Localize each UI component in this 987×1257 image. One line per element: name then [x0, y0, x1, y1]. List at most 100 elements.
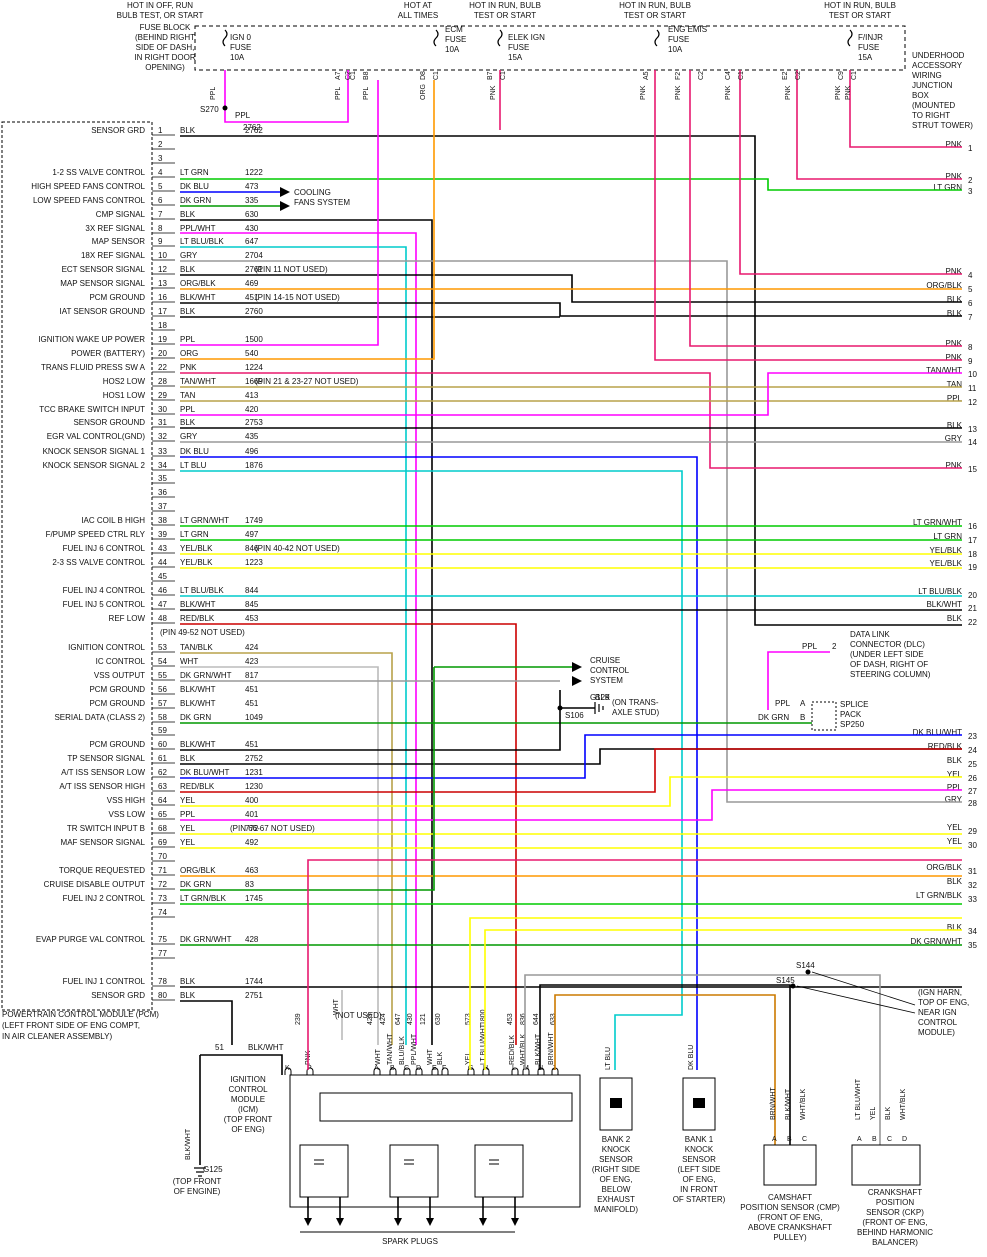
wire-cmp — [180, 219, 433, 1045]
pin-number: 1 — [158, 126, 163, 135]
s145-label: S145 — [776, 976, 795, 985]
right-wire-color: LT BLU/BLK — [918, 587, 962, 596]
pin-wire-color: BLK — [180, 210, 196, 219]
right-pin-number: 31 — [968, 867, 977, 876]
right-wire-color: LT GRN — [933, 183, 962, 192]
pin-label: CRUISE DISABLE OUTPUT — [44, 880, 145, 889]
spark-plug-icon — [426, 1218, 434, 1226]
fuse-wire-label: PNK — [835, 85, 842, 100]
right-wire-color: PNK — [946, 140, 963, 149]
right-pin-number: 18 — [968, 550, 977, 559]
fuse-pin-tag: D8 — [420, 71, 427, 80]
pin-number: 54 — [158, 657, 167, 666]
pin-wire-color: DK BLU — [180, 182, 209, 191]
pin-circuit: 420 — [245, 405, 259, 414]
pin-circuit: 413 — [245, 391, 259, 400]
pin-wire-color: ORG/BLK — [180, 279, 216, 288]
pin-number: 13 — [158, 279, 167, 288]
pcm-title: POWERTRAIN CONTROL MODULE (PCM)(LEFT FRO… — [2, 1010, 159, 1041]
pin-number: 5 — [158, 182, 163, 191]
right-pin-number: 29 — [968, 827, 977, 836]
right-wire-color: BLK — [947, 309, 963, 318]
wire-icm-yel — [469, 917, 962, 1070]
fuse-pin-tag: C1 — [433, 71, 440, 80]
g129-desc: (ON TRANS-AXLE STUD) — [612, 698, 659, 717]
dlc-pin: 2 — [832, 642, 837, 651]
pin-wire-color: LT GRN — [180, 168, 209, 177]
pin-number: 71 — [158, 866, 167, 875]
pin-number: 55 — [158, 671, 167, 680]
pin-number: 37 — [158, 502, 167, 511]
ckp-wire: YEL — [870, 1107, 877, 1120]
pin-circuit: 817 — [245, 671, 259, 680]
wire-ppl-s270 — [224, 70, 349, 123]
fuse-icon — [433, 29, 439, 47]
right-pin-number: 5 — [968, 285, 973, 294]
right-pin-number: 21 — [968, 604, 977, 613]
pin-number: 57 — [158, 699, 167, 708]
right-pin-number: 24 — [968, 746, 977, 755]
pin-circuit: 451 — [245, 685, 259, 694]
fuse-icon — [847, 29, 853, 47]
pin-number: 16 — [158, 293, 167, 302]
pin-wire-color: ORG/BLK — [180, 866, 216, 875]
pin-label: LOW SPEED FANS CONTROL — [33, 196, 146, 205]
right-pin-number: 17 — [968, 536, 977, 545]
pin-label: PCM GROUND — [89, 293, 145, 302]
pin-wire-color: YEL — [180, 838, 196, 847]
pin-label: POWER (BATTERY) — [71, 349, 145, 358]
pin-label: TORQUE REQUESTED — [59, 866, 145, 875]
icm-pin-ckt: 424 — [380, 1013, 387, 1025]
wire-sensor-grd-80 — [180, 1000, 233, 1045]
pin-wire-color: TAN/WHT — [180, 377, 216, 386]
coil-core-icon — [404, 1159, 414, 1165]
right-wire-color: PPL — [947, 783, 963, 792]
fuse-pin-tag: B7 — [487, 71, 494, 80]
pin-number: 77 — [158, 949, 167, 958]
wire-ign-wake — [180, 80, 379, 346]
right-wire-color: BLK — [947, 923, 963, 932]
cooling-fan-arrow-icon — [280, 187, 290, 197]
pin-label: EGR VAL CONTROL(GND) — [47, 432, 146, 441]
pin-note: (PIN 11 NOT USED) — [255, 265, 328, 274]
icm-pin-wire: BLK — [437, 1051, 444, 1065]
cruise-arrow-icon — [572, 676, 582, 686]
pin-circuit: 1745 — [245, 894, 263, 903]
pin-label: TRANS FLUID PRESS SW A — [41, 363, 146, 372]
pin-label: MAF SENSOR SIGNAL — [61, 838, 146, 847]
fuse-wire-label: PNK — [785, 85, 792, 100]
pin-label: ECT SENSOR SIGNAL — [62, 265, 146, 274]
right-wire-color: DK GRN/WHT — [910, 937, 962, 946]
not-used-label: (NOT USED) — [335, 1011, 382, 1020]
pin-wire-color: BLK — [180, 991, 196, 1000]
right-pin-number: 14 — [968, 438, 977, 447]
right-wire-color: ORG/BLK — [926, 863, 962, 872]
fuse-pin-tag: C1 — [851, 71, 858, 80]
fuse-pin-tag: E2 — [782, 71, 789, 80]
pin-label: 3X REF SIGNAL — [85, 224, 145, 233]
pin-wire-color: RED/BLK — [180, 782, 215, 791]
s145-splice-icon — [790, 983, 796, 989]
bank2-knock-wire: LT BLU — [605, 1047, 612, 1070]
icm-pin-ckt: 121 — [420, 1013, 427, 1025]
splice-leader — [796, 971, 916, 1014]
right-wire-color: YEL — [947, 823, 963, 832]
fuse-wire-label: PNK — [845, 85, 852, 100]
g125-label: G125 — [203, 1165, 223, 1174]
pin-number: 68 — [158, 824, 167, 833]
pin-label: KNOCK SENSOR SIGNAL 1 — [43, 447, 146, 456]
pin-circuit: 451 — [245, 740, 259, 749]
wire-pcm-gnd-60 — [180, 690, 561, 751]
fuse-pin-tag: C2 — [795, 71, 802, 80]
pin-label: TR SWITCH INPUT B — [67, 824, 145, 833]
pin-number: 56 — [158, 685, 167, 694]
right-pin-number: 30 — [968, 841, 977, 850]
pin-label: SENSOR GRD — [91, 126, 145, 135]
